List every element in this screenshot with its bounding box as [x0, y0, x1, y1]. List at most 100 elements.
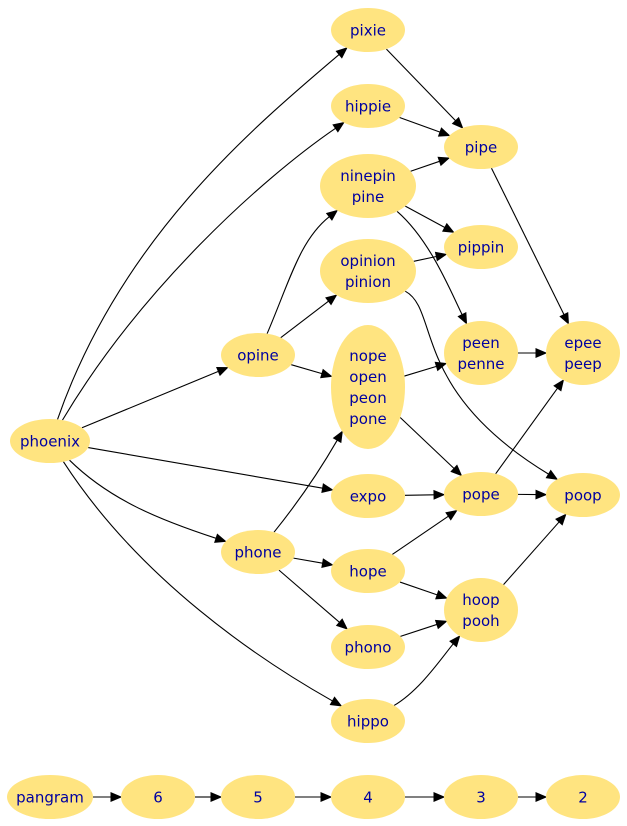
arrowhead-icon — [325, 294, 338, 306]
arrowhead-icon — [437, 127, 451, 137]
arrowhead-icon — [321, 483, 334, 493]
node-hope: hope — [331, 549, 405, 593]
edge-line — [404, 494, 435, 496]
edge-expo-to-pope — [404, 489, 446, 500]
node-label: hoop — [462, 591, 499, 609]
arrowhead-icon — [332, 430, 343, 444]
arrowhead-icon — [451, 116, 464, 129]
node-label: phoenix — [20, 433, 80, 451]
arrowhead-icon — [110, 792, 123, 802]
edge-line — [88, 447, 323, 489]
node-label: pippin — [458, 239, 504, 257]
node-pipe: pipe — [444, 125, 518, 169]
node-ellipse — [121, 775, 195, 819]
edge-phoenix-to-hippie — [61, 121, 345, 421]
edge-ninepin-to-pippin — [405, 205, 455, 233]
node-ellipse — [546, 775, 620, 819]
edge-line — [399, 116, 441, 133]
node-opine: opine — [221, 333, 295, 377]
node-pope: pope — [444, 472, 518, 516]
arrowhead-icon — [449, 635, 461, 648]
edge-pipe-to-epee — [490, 167, 570, 325]
edge-line — [291, 364, 323, 375]
node-hippo: hippo — [331, 699, 405, 743]
arrowhead-icon — [457, 311, 468, 325]
node-ellipse — [546, 321, 620, 385]
arrowhead-icon — [535, 348, 548, 358]
node-ellipse — [320, 154, 416, 218]
edge-line — [503, 521, 560, 585]
edge-phoenix-to-phone — [69, 459, 227, 543]
node-label: ninepin — [340, 167, 396, 185]
node-ellipse — [221, 530, 295, 574]
edge-line — [404, 290, 549, 475]
node-n4: 4 — [331, 775, 405, 819]
arrowhead-icon — [445, 509, 458, 521]
edge-hippie-to-pipe — [399, 116, 451, 137]
arrowhead-icon — [437, 156, 451, 167]
node-pixie: pixie — [331, 8, 405, 52]
edge-pangram-to-n6 — [93, 792, 123, 802]
node-n3: 3 — [444, 775, 518, 819]
arrowhead-icon — [434, 251, 448, 262]
node-poop: poop — [546, 473, 620, 517]
node-label: 4 — [363, 789, 373, 807]
edge-phone-to-nope — [273, 430, 343, 533]
arrowhead-icon — [433, 489, 446, 500]
arrowhead-icon — [320, 792, 333, 802]
edge-phoenix-to-opine — [81, 366, 229, 429]
arrowhead-icon — [434, 361, 448, 372]
edge-n6-to-n5 — [195, 792, 223, 802]
arrowhead-icon — [214, 533, 227, 543]
node-pangram: pangram — [7, 775, 93, 819]
node-label: phone — [235, 544, 282, 562]
edge-nope-to-peen — [404, 361, 448, 377]
node-label: opine — [237, 347, 279, 365]
node-label: hippie — [345, 98, 391, 116]
edge-n4-to-n3 — [405, 792, 446, 802]
node-label: peon — [349, 389, 386, 407]
edge-line — [278, 569, 340, 623]
node-label: phono — [345, 639, 392, 657]
edge-phono-to-hoop — [400, 619, 448, 637]
edge-line — [393, 643, 454, 706]
node-label: hope — [349, 563, 386, 581]
node-label: pixie — [350, 22, 386, 40]
edge-line — [81, 370, 219, 429]
node-ellipse — [331, 325, 405, 449]
node-label: pone — [349, 410, 386, 428]
edge-pope-to-poop — [517, 489, 548, 500]
arrowhead-icon — [433, 792, 446, 802]
arrowhead-icon — [450, 464, 463, 477]
node-ellipse — [331, 474, 405, 518]
edge-ninepin-to-pipe — [410, 156, 451, 172]
edge-line — [404, 365, 437, 377]
arrowhead-icon — [434, 619, 448, 630]
edge-phoenix-to-pixie — [57, 47, 348, 420]
node-ellipse — [444, 225, 518, 269]
node-label: 2 — [578, 789, 588, 807]
edge-pixie-to-pipe — [386, 48, 464, 129]
node-label: hippo — [347, 713, 389, 731]
node-ellipse — [444, 578, 518, 642]
edge-line — [266, 216, 330, 334]
edge-phoenix-to-hippo — [62, 461, 343, 707]
node-n2: 2 — [546, 775, 620, 819]
arrowhead-icon — [325, 209, 339, 221]
node-label: open — [349, 368, 386, 386]
node-ellipse — [331, 84, 405, 128]
edge-opinion-to-pippin — [413, 251, 448, 262]
node-label: pooh — [462, 612, 499, 630]
arrowhead-icon — [535, 489, 548, 500]
node-ellipse — [546, 473, 620, 517]
arrowhead-icon — [335, 618, 348, 630]
node-phoenix: phoenix — [10, 419, 90, 463]
node-ellipse — [10, 419, 90, 463]
node-label: pope — [462, 486, 499, 504]
